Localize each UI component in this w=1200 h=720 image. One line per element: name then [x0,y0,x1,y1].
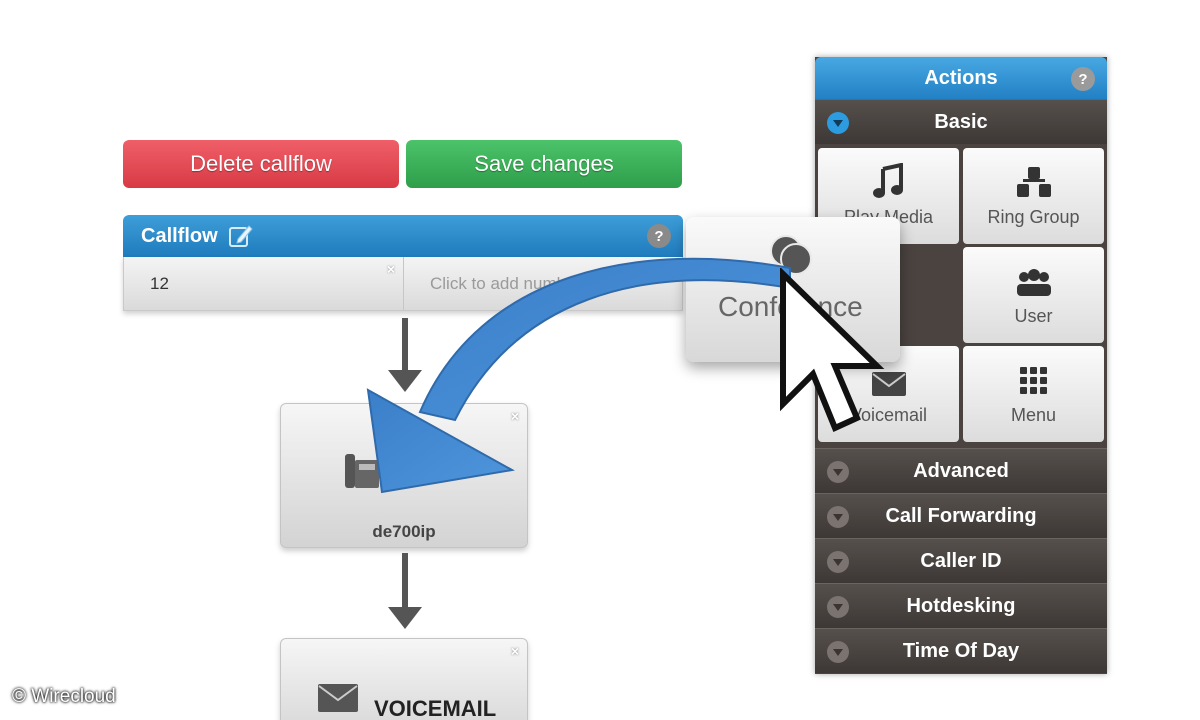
number-value: 12 [150,273,169,293]
device-node[interactable]: × de700ip [280,403,528,548]
flow-connector [402,553,408,607]
expand-toggle-icon[interactable] [827,551,849,573]
tile-ring-group[interactable]: Ring Group [963,148,1104,244]
section-caller-id[interactable]: Caller ID [815,538,1107,583]
expand-toggle-icon[interactable] [827,641,849,663]
envelope-icon [318,684,358,712]
add-number-cell[interactable]: Click to add number [404,257,682,310]
section-hotdesking[interactable]: Hotdesking [815,583,1107,628]
collapse-toggle-icon[interactable] [827,112,849,134]
flow-arrow-down-icon [388,607,422,629]
tile-menu[interactable]: Menu [963,346,1104,442]
remove-node-icon[interactable]: × [510,643,519,659]
edit-icon[interactable] [228,223,254,249]
tile-user[interactable]: User [963,247,1104,343]
flow-connector [402,318,408,370]
expand-toggle-icon[interactable] [827,596,849,618]
actions-help-icon[interactable]: ? [1071,67,1095,91]
tile-label: Menu [1010,405,1057,425]
ring-group-icon [1016,167,1051,197]
callflow-title: Callflow [141,224,218,247]
section-label: Caller ID [920,549,1002,572]
section-advanced[interactable]: Advanced [815,448,1107,493]
phone-device-icon [345,454,379,488]
music-note-icon [872,163,903,198]
voicemail-node-label: VOICEMAIL [374,696,497,720]
expand-toggle-icon[interactable] [827,506,849,528]
section-call-forwarding[interactable]: Call Forwarding [815,493,1107,538]
actions-title: Actions [924,66,998,89]
watermark-text: © Wirecloud [12,686,116,707]
expand-toggle-icon[interactable] [827,461,849,483]
menu-grid-icon [1019,367,1047,394]
mouse-cursor-icon [780,268,885,433]
section-label: Basic [934,110,988,133]
callflow-numbers-row: 12 × Click to add number [123,257,683,311]
save-changes-button[interactable]: Save changes [406,140,682,188]
section-label: Time Of Day [902,639,1020,662]
user-icon [1016,269,1051,296]
voicemail-node[interactable]: × VOICEMAIL [280,638,528,720]
section-label: Hotdesking [906,594,1016,617]
callflow-help-icon[interactable]: ? [647,224,671,248]
tile-label: Ring Group [987,207,1080,227]
number-cell[interactable]: 12 × [124,257,404,310]
actions-header: Actions ? [815,57,1107,99]
section-basic[interactable]: Basic [815,99,1107,144]
flow-arrow-down-icon [388,370,422,392]
envelope-icon [871,372,906,396]
remove-node-icon[interactable]: × [510,408,519,424]
tile-label: Voicemail [849,405,928,425]
tile-label: User [1014,306,1053,326]
add-number-placeholder: Click to add number [430,273,582,293]
device-node-label: de700ip [372,522,436,541]
section-label: Call Forwarding [885,504,1037,527]
delete-callflow-button[interactable]: Delete callflow [123,140,399,188]
section-label: Advanced [913,459,1009,482]
section-time-of-day[interactable]: Time Of Day [815,628,1107,673]
remove-number-icon[interactable]: × [386,261,395,277]
callflow-header: Callflow ? [123,215,683,257]
